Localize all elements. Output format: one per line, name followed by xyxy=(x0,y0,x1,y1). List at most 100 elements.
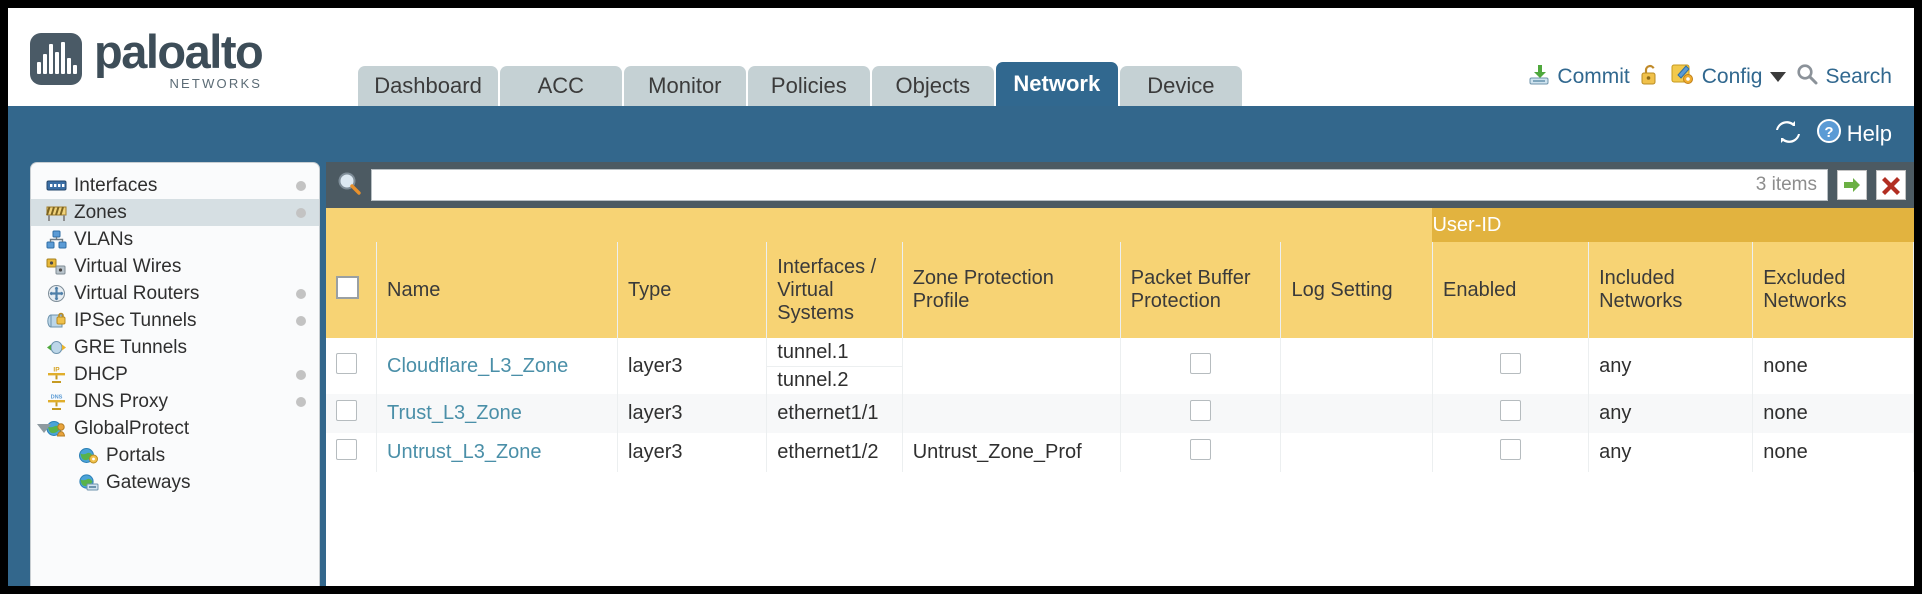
padlock-unlocked-icon[interactable] xyxy=(1639,63,1661,92)
tab-network[interactable]: Network xyxy=(995,62,1118,106)
config-wrench-icon xyxy=(1670,62,1696,92)
userid-enabled-cell xyxy=(1432,394,1590,433)
sidebar-item-portals[interactable]: Portals xyxy=(31,442,319,469)
column-header-type[interactable]: Type xyxy=(617,242,768,338)
tab-dashboard[interactable]: Dashboard xyxy=(358,66,498,106)
excluded-networks-cell: none xyxy=(1752,394,1914,433)
virtual-routers-icon xyxy=(45,284,67,303)
expand-triangle-icon[interactable] xyxy=(37,424,51,433)
row-select-checkbox[interactable] xyxy=(336,400,357,421)
search-button[interactable]: Search xyxy=(1795,62,1892,92)
column-header-zone-protection-profile[interactable]: Zone Protection Profile xyxy=(902,242,1121,338)
zone-protection-profile-cell xyxy=(902,394,1121,433)
brand-logo: paloalto NETWORKS xyxy=(30,28,264,91)
select-all-checkbox[interactable] xyxy=(336,275,359,299)
interface-entry: ethernet1/2 xyxy=(777,441,879,463)
svg-text:?: ? xyxy=(1824,124,1833,141)
tab-monitor[interactable]: Monitor xyxy=(623,66,746,106)
zone-name-cell: Untrust_L3_Zone xyxy=(376,433,619,472)
zone-name-link[interactable]: Untrust_L3_Zone xyxy=(387,441,542,463)
gre-tunnels-icon xyxy=(45,338,67,357)
excluded-networks-cell: none xyxy=(1752,433,1914,472)
column-header-included-networks[interactable]: Included Networks xyxy=(1588,242,1754,338)
log-setting-cell xyxy=(1280,394,1433,433)
userid-enabled-checkbox[interactable] xyxy=(1500,352,1522,374)
included-networks-cell: any xyxy=(1588,433,1754,472)
tab-policies[interactable]: Policies xyxy=(747,66,870,106)
refresh-icon[interactable] xyxy=(1774,119,1802,150)
sidebar-item-label: IPSec Tunnels xyxy=(74,309,197,331)
brand-tagline: NETWORKS xyxy=(169,76,263,91)
search-label: Search xyxy=(1825,65,1892,88)
zones-content-panel: 3 items xyxy=(326,162,1914,586)
tab-acc[interactable]: ACC xyxy=(499,66,622,106)
sidebar-item-ipsec-tunnels[interactable]: IPSec Tunnels xyxy=(31,307,319,334)
userid-group-header: User-ID xyxy=(1432,208,1914,242)
column-header-log-setting[interactable]: Log Setting xyxy=(1280,242,1433,338)
item-count-label: 3 items xyxy=(1755,174,1817,195)
packet-buffer-protection-checkbox[interactable] xyxy=(1190,352,1212,374)
sidebar-item-virtual-wires[interactable]: Virtual Wires xyxy=(31,253,319,280)
packet-buffer-protection-checkbox[interactable] xyxy=(1190,400,1212,421)
column-header-name[interactable]: Name xyxy=(376,242,619,338)
zone-type-cell: layer3 xyxy=(617,338,768,394)
config-menu-button[interactable]: Config xyxy=(1670,62,1787,92)
gateways-icon xyxy=(77,473,99,492)
group-header-row: User-ID xyxy=(326,208,1914,242)
column-header-interfaces-virtual-systems[interactable]: Interfaces / Virtual Systems xyxy=(766,242,903,338)
group-header-spacer xyxy=(326,208,1433,242)
interfaces-cell: ethernet1/2 xyxy=(766,433,903,472)
tab-device[interactable]: Device xyxy=(1119,66,1242,106)
row-select-checkbox[interactable] xyxy=(336,439,357,460)
commit-button[interactable]: Commit xyxy=(1527,62,1630,92)
column-header-excluded-networks[interactable]: Excluded Networks xyxy=(1752,242,1914,338)
tab-objects[interactable]: Objects xyxy=(871,66,994,106)
interfaces-icon xyxy=(45,176,67,195)
packet-buffer-protection-checkbox[interactable] xyxy=(1190,439,1212,460)
search-magnifier-icon xyxy=(336,170,362,201)
sidebar-item-globalprotect[interactable]: GlobalProtect xyxy=(31,415,319,442)
zone-type-cell: layer3 xyxy=(617,394,768,433)
zone-name-link[interactable]: Cloudflare_L3_Zone xyxy=(387,354,569,377)
zone-name-link[interactable]: Trust_L3_Zone xyxy=(387,402,522,424)
sub-header-bar: ? Help xyxy=(8,106,1914,162)
sidebar-item-label: Zones xyxy=(74,201,127,223)
included-networks-cell: any xyxy=(1588,394,1754,433)
sidebar-item-interfaces[interactable]: Interfaces xyxy=(31,172,319,199)
clear-filter-button[interactable] xyxy=(1876,170,1906,200)
sidebar-item-gateways[interactable]: Gateways xyxy=(31,469,319,496)
sidebar-item-vlans[interactable]: VLANs xyxy=(31,226,319,253)
zones-icon xyxy=(45,203,67,222)
sidebar-item-gre-tunnels[interactable]: GRE Tunnels xyxy=(31,334,319,361)
sidebar-status-dot xyxy=(296,288,306,299)
zone-name-cell: Trust_L3_Zone xyxy=(376,394,619,433)
userid-enabled-checkbox[interactable] xyxy=(1500,439,1522,460)
column-header-packet-buffer-protection[interactable]: Packet Buffer Protection xyxy=(1120,242,1282,338)
sidebar-item-zones[interactable]: Zones xyxy=(31,199,319,226)
chevron-down-icon xyxy=(1770,72,1787,82)
dns-proxy-icon: DNS xyxy=(45,392,67,411)
column-header-enabled[interactable]: Enabled xyxy=(1432,242,1590,338)
filter-search-input[interactable]: 3 items xyxy=(371,169,1828,201)
vlans-icon xyxy=(45,230,67,249)
userid-enabled-checkbox[interactable] xyxy=(1500,400,1522,421)
help-button[interactable]: ? Help xyxy=(1816,118,1892,150)
sidebar-item-label: Interfaces xyxy=(74,174,158,196)
search-magnifier-icon xyxy=(1795,62,1819,92)
row-select-checkbox[interactable] xyxy=(336,352,357,374)
interface-entry: tunnel.2 xyxy=(767,366,902,394)
apply-filter-button[interactable] xyxy=(1837,170,1867,200)
sidebar-item-virtual-routers[interactable]: Virtual Routers xyxy=(31,280,319,307)
